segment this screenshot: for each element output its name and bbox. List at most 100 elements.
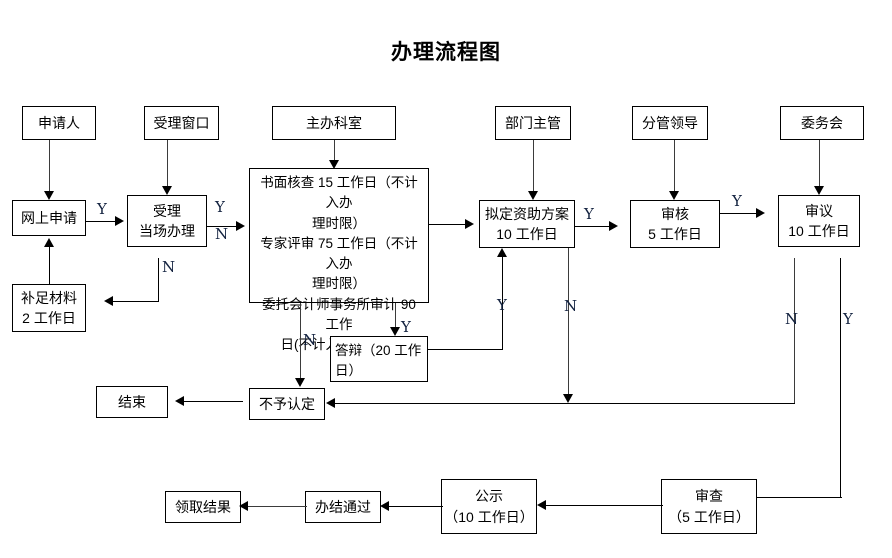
edge-deliberate-n-down bbox=[794, 258, 795, 403]
edge-committee-to-deliberate-arrow bbox=[814, 186, 824, 195]
node-draft-plan-line2: 10 工作日 bbox=[496, 226, 558, 242]
node-acceptance-line2: 当场办理 bbox=[139, 223, 195, 239]
node-completed: 办结通过 bbox=[305, 491, 381, 523]
node-dept-manager: 部门主管 bbox=[495, 106, 571, 140]
node-publicity: 公示 （10 工作日） bbox=[441, 479, 537, 534]
edge-label-y5: Y bbox=[584, 205, 594, 223]
edge-window-to-acceptance bbox=[167, 140, 168, 187]
node-online-apply: 网上申请 bbox=[12, 200, 86, 236]
edge-supplement-to-online bbox=[49, 246, 50, 285]
node-verify-line2: 5 工作日 bbox=[648, 226, 702, 242]
edge-draft-n-down bbox=[568, 248, 569, 396]
edge-label-y2: Y bbox=[215, 198, 225, 216]
node-supplement-line2: 2 工作日 bbox=[22, 310, 76, 326]
edge-reject-to-end bbox=[183, 401, 243, 402]
edge-label-n4: N bbox=[564, 297, 578, 315]
node-not-recognized-label: 不予认定 bbox=[259, 395, 315, 412]
node-division-leader-label: 分管领导 bbox=[642, 114, 698, 131]
edge-examine-to-publicity-arrow bbox=[537, 500, 546, 510]
node-division-leader: 分管领导 bbox=[632, 106, 708, 140]
node-review-line2: 理时限） bbox=[312, 215, 366, 231]
edge-review-n-down bbox=[300, 303, 301, 379]
edge-host-to-review bbox=[334, 140, 335, 162]
edge-defense-right bbox=[428, 349, 503, 350]
edge-completed-to-result-arrow bbox=[239, 501, 248, 511]
node-dept-manager-label: 部门主管 bbox=[505, 114, 561, 131]
node-draft-plan-line1: 拟定资助方案 bbox=[485, 205, 569, 222]
edge-reject-return-arrow bbox=[326, 398, 335, 408]
edge-review-y-arrow bbox=[390, 327, 400, 336]
node-acceptance-window-label: 受理窗口 bbox=[153, 114, 210, 131]
edge-deliberate-y-down bbox=[840, 258, 841, 498]
node-verify-line1: 审核 bbox=[661, 205, 689, 222]
node-acceptance-window: 受理窗口 bbox=[144, 106, 219, 140]
node-publicity-line2: （10 工作日） bbox=[444, 508, 534, 525]
node-applicant: 申请人 bbox=[22, 106, 96, 140]
node-review-line1: 书面核查 15 工作日（不计入办 bbox=[260, 175, 418, 211]
edge-label-y4: Y bbox=[497, 296, 507, 314]
edge-completed-to-result bbox=[247, 506, 307, 507]
edge-acceptance-to-review-arrow bbox=[236, 221, 245, 231]
edge-reject-return-line bbox=[333, 403, 795, 404]
edge-defense-up bbox=[502, 256, 503, 350]
edge-supplement-to-online-arrow bbox=[44, 238, 54, 247]
edge-acceptance-n-arrow bbox=[104, 296, 113, 306]
edge-host-to-review-arrow bbox=[329, 160, 339, 169]
edge-label-y6: Y bbox=[732, 192, 742, 210]
node-not-recognized: 不予认定 bbox=[249, 388, 325, 420]
edge-review-to-draft bbox=[429, 224, 467, 225]
edge-window-to-acceptance-arrow bbox=[162, 186, 172, 195]
node-host-department-label: 主办科室 bbox=[306, 114, 362, 131]
node-defense: 答辩（20 工作 日） bbox=[330, 336, 428, 382]
node-deliberate: 审议 10 工作日 bbox=[778, 195, 860, 247]
node-examine: 审查 （5 工作日） bbox=[661, 479, 757, 534]
node-verify: 审核 5 工作日 bbox=[630, 200, 720, 248]
edge-label-y7: Y bbox=[843, 310, 853, 328]
node-review-line3: 专家评审 75 工作日（不计入办 bbox=[260, 235, 418, 271]
edge-online-to-acceptance-arrow bbox=[115, 216, 124, 226]
edge-acceptance-n-left bbox=[111, 301, 159, 302]
edge-label-n5: N bbox=[785, 310, 799, 328]
node-get-result-label: 领取结果 bbox=[175, 498, 231, 515]
edge-verify-to-deliberate bbox=[720, 213, 758, 214]
node-draft-plan: 拟定资助方案 10 工作日 bbox=[479, 200, 575, 248]
edge-draft-to-verify bbox=[575, 226, 611, 227]
edge-review-to-draft-arrow bbox=[465, 219, 474, 229]
edge-draft-to-verify-arrow bbox=[609, 221, 618, 231]
node-review-detail: 书面核查 15 工作日（不计入办 理时限） 专家评审 75 工作日（不计入办 理… bbox=[249, 168, 429, 352]
node-applicant-label: 申请人 bbox=[38, 114, 80, 131]
page-title: 办理流程图 bbox=[391, 39, 501, 64]
node-defense-line2: 日） bbox=[335, 363, 362, 379]
edge-applicant-to-online bbox=[49, 140, 50, 192]
node-publicity-line1: 公示 bbox=[475, 488, 503, 505]
edge-label-y1: Y bbox=[97, 200, 107, 218]
node-defense-line1: 答辩（20 工作 bbox=[335, 343, 422, 358]
edge-draft-n-arrow bbox=[563, 394, 573, 403]
edge-online-to-acceptance bbox=[86, 221, 118, 222]
edge-leader-to-verify bbox=[674, 140, 675, 192]
node-committee: 委务会 bbox=[780, 106, 864, 140]
node-deliberate-line2: 10 工作日 bbox=[788, 223, 850, 239]
edge-applicant-to-online-arrow bbox=[44, 191, 54, 200]
edge-manager-to-draft-arrow bbox=[528, 191, 538, 200]
node-review-line4: 理时限） bbox=[312, 276, 366, 292]
edge-acceptance-n-down bbox=[158, 258, 159, 302]
node-completed-label: 办结通过 bbox=[315, 498, 371, 515]
node-examine-line2: （5 工作日） bbox=[668, 508, 750, 525]
edge-deliberate-y-left bbox=[757, 497, 842, 498]
edge-review-n-arrow bbox=[295, 378, 305, 387]
edge-label-n1: N bbox=[215, 225, 229, 243]
node-end: 结束 bbox=[96, 386, 168, 418]
node-acceptance: 受理 当场办理 bbox=[127, 195, 207, 247]
edge-examine-to-publicity bbox=[545, 505, 663, 506]
edge-review-y-down bbox=[395, 303, 396, 328]
node-committee-label: 委务会 bbox=[801, 114, 843, 131]
edge-label-n3: N bbox=[303, 331, 317, 349]
edge-manager-to-draft bbox=[533, 140, 534, 192]
edge-publicity-to-completed-arrow bbox=[380, 501, 389, 511]
node-end-label: 结束 bbox=[118, 393, 146, 410]
node-get-result: 领取结果 bbox=[165, 491, 241, 523]
edge-verify-to-deliberate-arrow bbox=[756, 208, 765, 218]
node-examine-line1: 审查 bbox=[695, 488, 723, 505]
